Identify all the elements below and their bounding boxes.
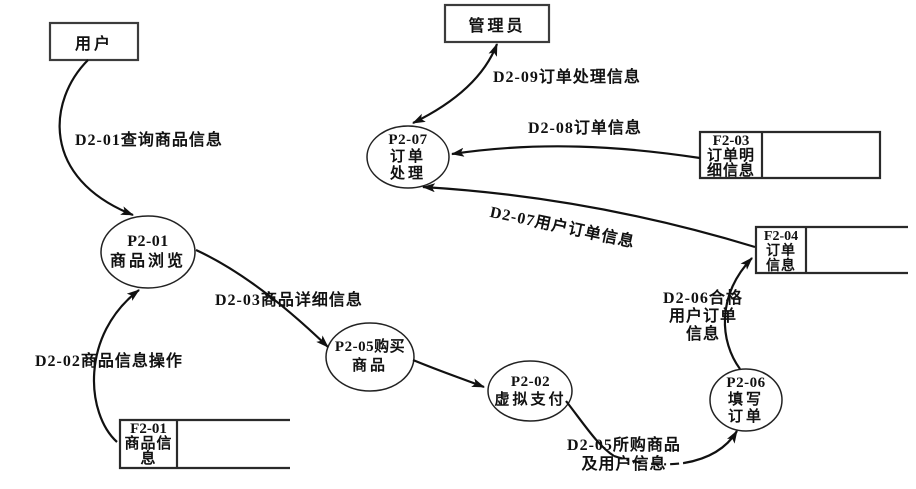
process-p202-ellipse (487, 360, 573, 422)
external-admin-label: 管理员 (445, 5, 549, 42)
process-p205-line2: 商品 (351, 358, 388, 374)
process-p206-line2: 填写 (727, 391, 764, 408)
process-p206-ellipse (709, 368, 783, 432)
datastore-f201-shape (118, 418, 290, 470)
flow-d207-f204-to-p207 (422, 183, 756, 249)
flow-d206-p206-to-f204 (723, 257, 753, 370)
external-user-label: 用户 (50, 23, 138, 60)
flow-d208-f203-to-p207 (451, 145, 701, 160)
process-p205-label: P2-05购买 商品 (326, 328, 414, 386)
datastore-f204-shape (754, 225, 908, 275)
datastore-f201-line2: 商品信 (124, 436, 173, 452)
process-p205-line1: P2-05购买 (334, 339, 406, 355)
flow-d205-segment-dashdot (613, 454, 685, 466)
flow-d202-f201-to-p201 (92, 289, 140, 443)
process-p207-line3: 处理 (389, 165, 426, 182)
flow-d205-line1: D2-05所购商品 (567, 437, 681, 454)
process-p206-line1: P2-06 (726, 374, 766, 391)
process-p207-line2: 订单 (389, 148, 426, 165)
process-p202-line2: 虚拟支付 (494, 392, 567, 408)
flow-d209-p207-to-admin (412, 43, 499, 124)
datastore-f201-label: F2-01 商品信 息 (120, 422, 177, 467)
process-p202-label: P2-02 虚拟支付 (488, 364, 573, 418)
process-p201-line2: 商品浏览 (109, 253, 186, 270)
datastore-f203-line1: F2-03 (712, 133, 750, 149)
flow-d201-user-to-p201 (58, 59, 134, 217)
flow-d205-to-p206 (683, 430, 738, 465)
process-p201-ellipse (100, 215, 196, 289)
process-p207-ellipse (366, 125, 450, 189)
flow-d201-label: D2-01查询商品信息 (75, 132, 223, 149)
process-p206-label: P2-06 填写 订单 (710, 373, 782, 427)
process-p206-line3: 订单 (727, 408, 764, 425)
flow-d206-line1: D2-06合格 (663, 290, 743, 307)
flow-d208-label: D2-08订单信息 (528, 120, 642, 137)
datastore-f201-line3: 息 (140, 451, 157, 467)
flow-d203-label: D2-03商品详细信息 (215, 292, 363, 309)
datastore-f203-label: F2-03 订单明 细信息 (700, 134, 762, 179)
process-p207-line1: P2-07 (388, 131, 428, 148)
flow-d206-line2: 用户订单 (668, 308, 737, 325)
process-p201-label: P2-01 商品浏览 (101, 216, 195, 288)
external-admin-text: 管理员 (468, 17, 526, 35)
external-user-box (48, 21, 140, 62)
datastore-f204-label: F2-04 订单 信息 (756, 229, 806, 274)
process-p202-line1: P2-02 (510, 374, 551, 390)
flow-d202-label: D2-02商品信息操作 (35, 353, 183, 370)
datastore-f203-shape (698, 130, 882, 180)
datastore-f204-line3: 信息 (766, 259, 796, 274)
datastore-f204-line1: F2-04 (763, 229, 799, 244)
datastore-f201-line1: F2-01 (130, 421, 167, 437)
flow-d205-line2: 及用户信息 (581, 456, 667, 473)
flow-d205-segment-solid1 (565, 400, 615, 457)
external-admin-box (443, 3, 551, 44)
flow-d205-label: D2-05所购商品 及用户信息 (550, 436, 698, 474)
flow-d206-line3: 信息 (685, 326, 720, 343)
datastore-f203-line2: 订单明 (706, 148, 755, 164)
process-p207-label: P2-07 订单 处理 (367, 128, 449, 186)
flow-d203-p201-to-p205 (195, 249, 329, 348)
process-p201-line1: P2-01 (127, 233, 169, 250)
datastore-f204-line2: 订单 (766, 244, 796, 259)
datastore-f203-line3: 细信息 (706, 163, 755, 179)
flow-d206-label: D2-06合格 用户订单 信息 (653, 290, 753, 344)
flow-d209-label: D2-09订单处理信息 (493, 69, 641, 86)
process-p205-ellipse (325, 322, 415, 392)
flow-p205-to-p202 (412, 358, 485, 389)
external-user-text: 用户 (74, 35, 113, 53)
